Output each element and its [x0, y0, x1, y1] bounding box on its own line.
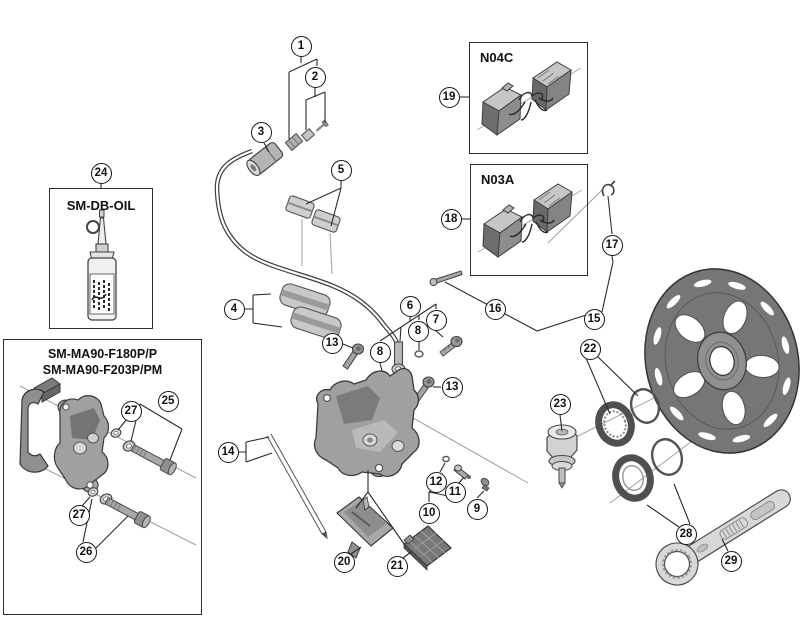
finned-brake-pad: [403, 525, 452, 571]
box-pad-kit-n04c: N04C: [469, 42, 588, 154]
bleed-screw-parts: [442, 455, 490, 492]
callout-10: 10: [418, 502, 440, 524]
callout-25: 25: [157, 390, 179, 412]
callout-9: 9: [466, 498, 488, 520]
box-pad-kit-n03a: N03A: [470, 164, 588, 276]
box-oil: SM-DB-OIL: [49, 188, 153, 329]
lockring-wrench: [655, 489, 791, 586]
callout-27-upper: 27: [120, 400, 142, 422]
connecting-bolt: [439, 335, 463, 357]
callout-13-left: 13: [321, 332, 343, 354]
callout-14: 14: [217, 441, 239, 463]
callout-21: 21: [386, 555, 408, 577]
callout-19: 19: [438, 86, 460, 108]
callout-1: 1: [290, 35, 312, 57]
disc-rotor: [644, 268, 800, 454]
callout-2: 2: [304, 66, 326, 88]
callout-6: 6: [399, 295, 421, 317]
callout-17: 17: [601, 234, 623, 256]
mount-adapter-bracket: [19, 377, 61, 473]
callout-22: 22: [579, 338, 601, 360]
callout-15: 15: [583, 308, 605, 330]
callout-20: 20: [333, 551, 355, 573]
hose-insert-and-olive: [284, 119, 329, 152]
callout-28: 28: [675, 523, 697, 545]
callout-8-upper: 8: [407, 320, 429, 342]
snap-retainer-pin: [601, 180, 616, 197]
callout-18: 18: [440, 208, 462, 230]
hose-connector-bolt: [246, 142, 284, 177]
callout-4: 4: [223, 298, 245, 320]
bleed-pipe: [266, 433, 328, 540]
adapter-box-label-line1: SM-MA90-F180P/P: [47, 347, 158, 361]
callout-leader-lines: [81, 57, 729, 559]
callout-13-right: 13: [441, 376, 463, 398]
callout-12: 12: [425, 471, 447, 493]
snap-ring-upper: [629, 388, 661, 424]
hose-clamp-blocks: [279, 283, 342, 340]
n04c-box-label: N04C: [480, 50, 514, 65]
seal-ring-lower: [612, 454, 654, 502]
callout-16: 16: [484, 298, 506, 320]
callout-26: 26: [75, 541, 97, 563]
caliper-body: [313, 367, 420, 478]
oil-box-label: SM-DB-OIL: [66, 198, 136, 213]
callout-23: 23: [549, 393, 571, 415]
callout-8-lower: 8: [369, 341, 391, 363]
callout-27-lower: 27: [68, 504, 90, 526]
pad-axle-pin: [429, 270, 463, 286]
callout-7: 7: [425, 309, 447, 331]
callout-3: 3: [250, 121, 272, 143]
adapter-box-label-line2: SM-MA90-F203P/PM: [42, 363, 163, 377]
snap-ring-lower: [650, 438, 684, 476]
adapter-bolts: [104, 444, 177, 529]
callout-29: 29: [720, 550, 742, 572]
callout-5: 5: [330, 159, 352, 181]
brake-hose: [214, 148, 401, 347]
adapter-caliper-mount: [53, 395, 110, 493]
oil-bottle: [86, 209, 117, 321]
caliper-fixing-bolt-left: [342, 343, 365, 370]
box-adapter: SM-MA90-F180P/P SM-MA90-F203P/PM: [3, 339, 202, 615]
lockring-tool: [546, 424, 578, 489]
pad-spring-plate: [336, 496, 394, 559]
hose-cover-parts: [285, 195, 341, 233]
n03a-box-label: N03A: [481, 172, 515, 187]
serrated-lockring: [595, 401, 635, 447]
callout-11: 11: [444, 481, 466, 503]
callout-24: 24: [90, 162, 112, 184]
